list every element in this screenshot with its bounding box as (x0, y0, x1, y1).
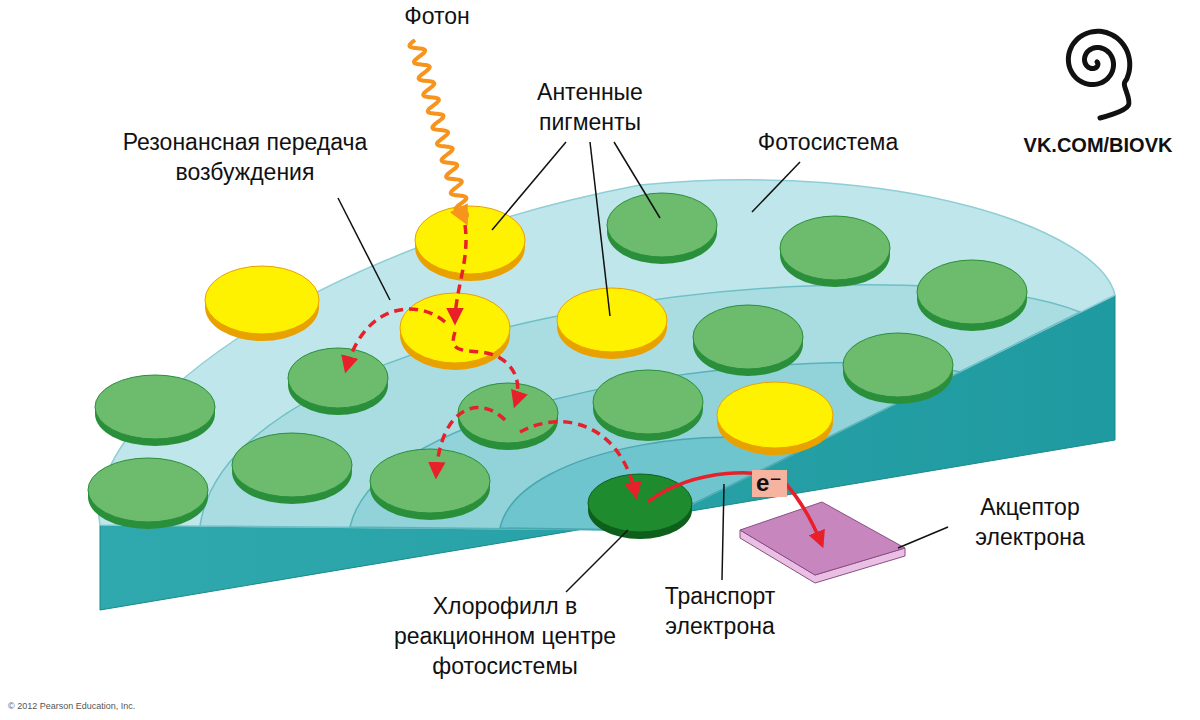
leader-line (566, 530, 628, 592)
antenna-pigment (607, 193, 717, 264)
pigment-top (588, 474, 692, 532)
antenna-pigment (370, 449, 490, 520)
pigment-top (607, 193, 717, 257)
pigment-top (370, 449, 490, 513)
callout-label: Резонансная передача возбуждения (90, 128, 400, 188)
pigment-top (415, 206, 525, 274)
antenna-pigment (95, 375, 215, 446)
copyright-note: © 2012 Pearson Education, Inc. (8, 702, 208, 712)
pigment-group (88, 193, 1027, 539)
excitation-arrow (520, 422, 636, 496)
leader-lines (338, 142, 948, 592)
antenna-pigment (205, 266, 319, 341)
leader-line (492, 142, 566, 230)
antenna-pigment (843, 333, 953, 404)
antenna-pigment (88, 458, 208, 529)
antenna-pigment (288, 348, 388, 415)
antenna-pigment (458, 383, 558, 450)
pigment-top (205, 266, 319, 334)
callout-label: Фотосистема (728, 128, 928, 158)
pigment-top (717, 382, 833, 448)
excitation-arrow (346, 309, 445, 370)
pigment-top (232, 433, 352, 497)
antenna-pigment (232, 433, 352, 504)
excitation-arrow (455, 225, 466, 322)
antenna-pigment (593, 370, 703, 441)
pigment-top (557, 288, 667, 352)
callout-label: Акцептор электрона (955, 493, 1105, 553)
photon-wave (409, 40, 467, 222)
pigment-top (780, 216, 890, 280)
callout-label: Хлорофилл в реакционном центре фотосисте… (383, 592, 628, 682)
pigment-top (917, 260, 1027, 324)
callout-label: Антенные пигменты (515, 78, 665, 138)
callout-label: Транспорт электрона (650, 582, 790, 642)
leader-line (590, 142, 610, 316)
photosystem-disk (99, 180, 1115, 610)
antenna-pigment (693, 305, 803, 376)
antenna-pigment (717, 382, 833, 455)
pigment-top (458, 383, 558, 443)
pigment-top (593, 370, 703, 434)
watermark: VK.COM/BIOVK (1003, 132, 1193, 158)
electron-badge: e⁻ (752, 470, 787, 497)
excitation-arrow (436, 408, 505, 476)
leader-line (722, 484, 724, 580)
antenna-pigment (557, 288, 667, 359)
acceptor-top (740, 502, 905, 575)
pigment-top (88, 458, 208, 522)
pigment-top (95, 375, 215, 439)
pigment-top (843, 333, 953, 397)
pigment-top (693, 305, 803, 369)
callout-label: Фотон (372, 2, 502, 32)
energy-flow (346, 40, 822, 545)
leader-line (614, 142, 660, 218)
pigment-top (288, 348, 388, 408)
vk-logo-spiral (1068, 31, 1129, 118)
antenna-pigment (917, 260, 1027, 331)
electron-arrow (648, 473, 822, 545)
leader-line (752, 162, 800, 212)
antenna-pigment (415, 206, 525, 281)
leader-line (898, 527, 948, 548)
excitation-arrow (453, 332, 518, 405)
outer-ring (99, 180, 1115, 530)
leader-line (338, 198, 390, 300)
antenna-pigment (780, 216, 890, 287)
electron-symbol: e⁻ (756, 470, 783, 496)
